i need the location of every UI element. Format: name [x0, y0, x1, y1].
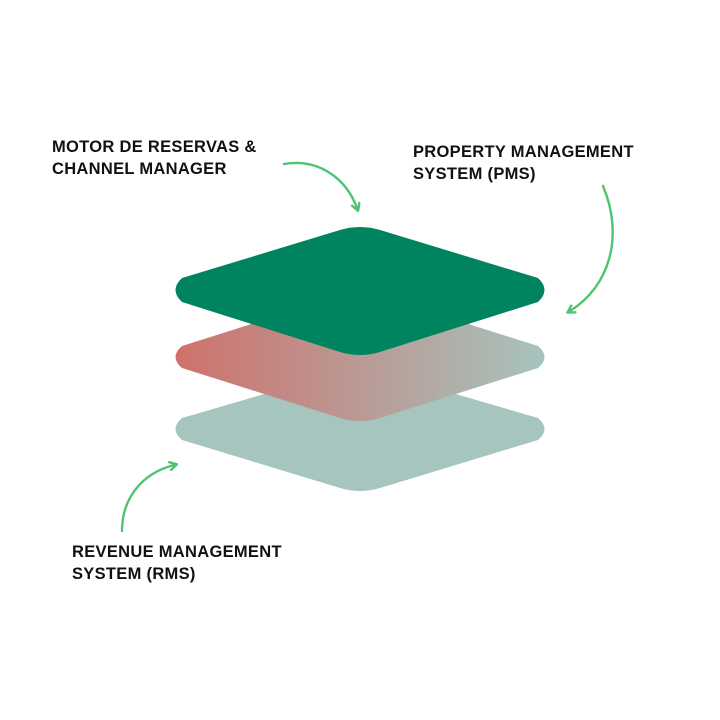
booking-engine-label-line1: MOTOR DE RESERVAS & — [52, 138, 257, 156]
curved-arrow-icon — [282, 161, 357, 208]
rms-label-line2: SYSTEM (RMS) — [72, 565, 196, 583]
rms-label-line1: REVENUE MANAGEMENT — [72, 543, 282, 561]
curved-arrow-icon — [570, 184, 614, 311]
pms-label: PROPERTY MANAGEMENT SYSTEM (PMS) — [413, 141, 634, 185]
pms-label-line1: PROPERTY MANAGEMENT — [413, 143, 634, 161]
booking-engine-label-line2: CHANNEL MANAGER — [52, 160, 227, 178]
curved-arrow-icon — [120, 465, 174, 533]
booking-engine-label: MOTOR DE RESERVAS & CHANNEL MANAGER — [52, 136, 257, 180]
booking-engine-layer — [175, 227, 545, 355]
rms-layer — [175, 369, 545, 491]
pms-label-line2: SYSTEM (PMS) — [413, 165, 536, 183]
rms-label: REVENUE MANAGEMENT SYSTEM (RMS) — [72, 541, 282, 585]
